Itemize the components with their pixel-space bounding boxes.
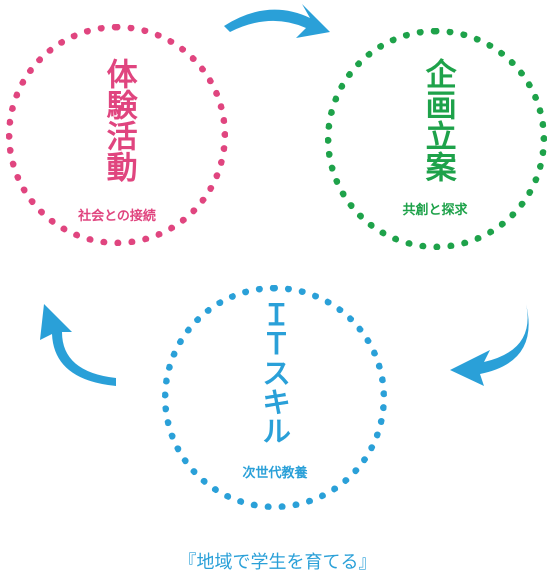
circle-subtitle-shakai: 社会との接続: [78, 209, 156, 224]
circle-title-kikaku-ritsuan: 企画立案: [419, 58, 456, 182]
green-dotted-circle: [325, 28, 547, 250]
footer-caption: 『地域で学生を育てる』: [178, 552, 377, 573]
circle-title-it-skill: ＩＴスキル: [257, 300, 292, 445]
circle-subtitle-kyousou: 共創と探求: [402, 203, 468, 218]
arrow-up-left-icon: [40, 304, 116, 386]
circle-subtitle-jisedai: 次世代教養: [242, 466, 308, 481]
arrow-down-icon: [450, 304, 529, 386]
circle-title-taiken-katsudou: 体験活動: [100, 58, 137, 182]
blue-dotted-circle: [162, 285, 387, 510]
pink-dotted-circle: [6, 24, 228, 246]
arrow-right-icon: [224, 4, 330, 38]
